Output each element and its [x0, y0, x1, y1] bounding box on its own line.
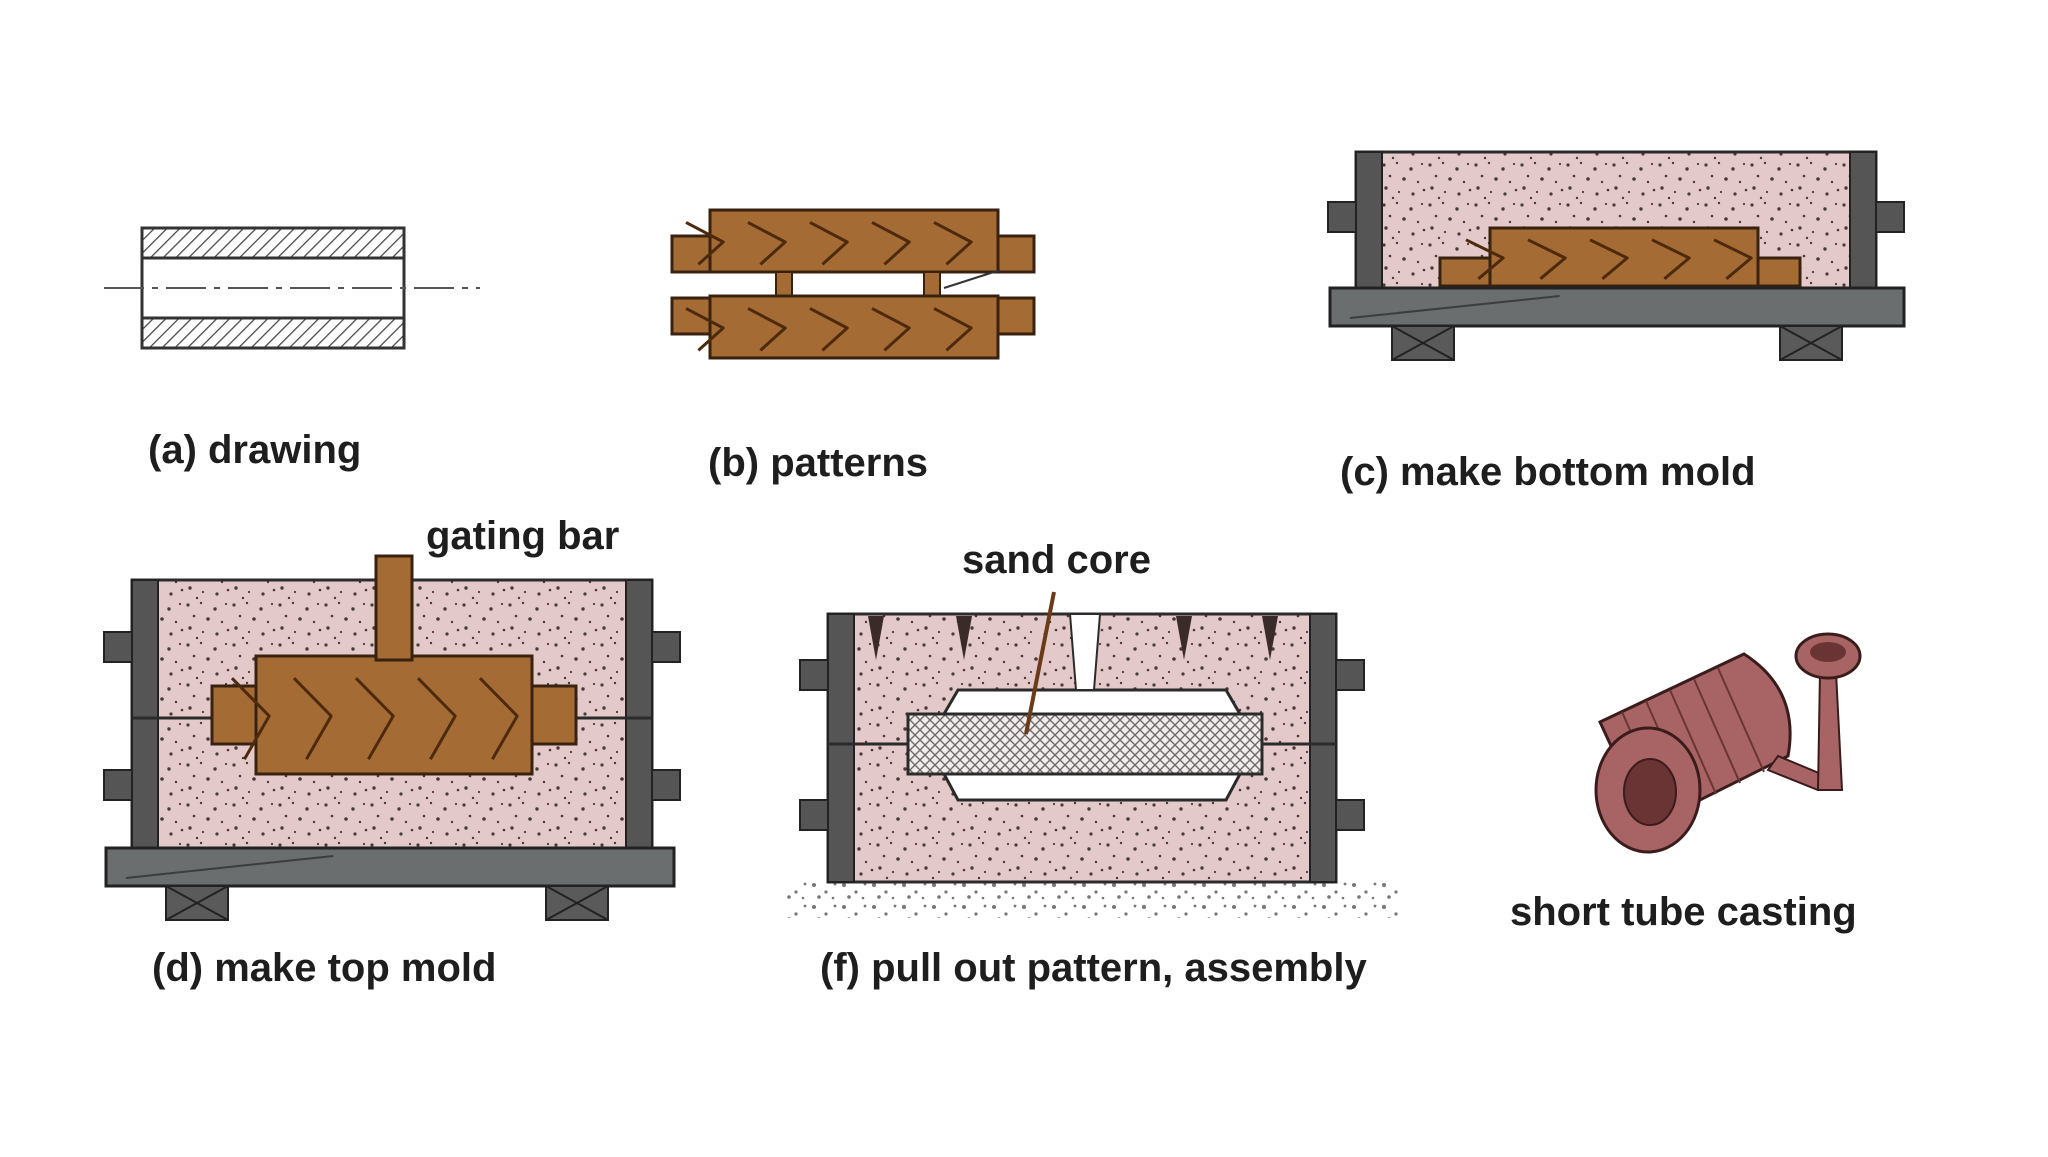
dowel-pin [775, 271, 793, 297]
sprue-channel [1068, 613, 1102, 691]
label-gating-bar: gating bar [426, 514, 620, 558]
bottom-mold-c [1327, 150, 1906, 361]
core-print-right-bottom [996, 296, 1036, 336]
pipe-wall-top [140, 226, 406, 260]
mold-board [104, 846, 676, 888]
label-casting: short tube casting [1510, 890, 1857, 934]
flask-lug [1875, 201, 1905, 233]
label-sand-core: sand core [962, 538, 1151, 582]
flask-lug [1335, 799, 1365, 831]
flask-lug [103, 631, 133, 663]
flask-lug [1327, 201, 1357, 233]
mold-board [1328, 286, 1906, 328]
label-assembly: (f) pull out pattern, assembly [820, 946, 1367, 990]
flask-lug [103, 769, 133, 801]
flask-wall-right [625, 579, 653, 849]
label-top-mold: (d) make top mold [152, 946, 497, 990]
leader-line [1024, 591, 1056, 735]
flask-wall-right [1309, 613, 1337, 883]
vent-hole [1262, 616, 1278, 660]
mold-cavity-top [941, 688, 1243, 716]
flask-wall-left [827, 613, 855, 883]
label-drawing: (a) drawing [148, 428, 362, 472]
core-print-left-top [670, 234, 712, 274]
foundry-floor [786, 882, 1398, 918]
flask-lug [651, 769, 681, 801]
vent-hole [956, 616, 972, 660]
flask-wall-left [1355, 151, 1383, 289]
vent-hole [868, 616, 884, 660]
flask-wall-left [131, 579, 159, 849]
pipe-wall-bottom [140, 316, 406, 350]
flask-lug [651, 631, 681, 663]
sprue [1816, 671, 1844, 791]
drawing-a [104, 226, 480, 350]
label-patterns: (b) patterns [708, 441, 928, 485]
mold-cavity-bottom [941, 772, 1243, 802]
core-print [1438, 256, 1492, 288]
vent-hole [1176, 616, 1192, 660]
pattern-half-top [708, 208, 1000, 274]
assembly-f [786, 591, 1398, 918]
flask-lug [799, 659, 829, 691]
flask-wall-right [1849, 151, 1877, 289]
core-print-left-bottom [670, 296, 712, 336]
pattern-half-bottom [708, 294, 1000, 360]
dowel-pin [923, 271, 941, 297]
gating-bar [374, 554, 414, 662]
label-bottom-mold: (c) make bottom mold [1340, 450, 1756, 494]
core-print-right-top [996, 234, 1036, 274]
tube-bore [1623, 758, 1677, 826]
core-print [1756, 256, 1802, 288]
casting-product [1594, 632, 1862, 854]
patterns-b [670, 208, 1036, 360]
top-mold-d [103, 554, 681, 921]
flask-lug [799, 799, 829, 831]
sand-core [906, 712, 1264, 776]
flask-lug [1335, 659, 1365, 691]
pouring-cup-opening [1810, 642, 1846, 662]
